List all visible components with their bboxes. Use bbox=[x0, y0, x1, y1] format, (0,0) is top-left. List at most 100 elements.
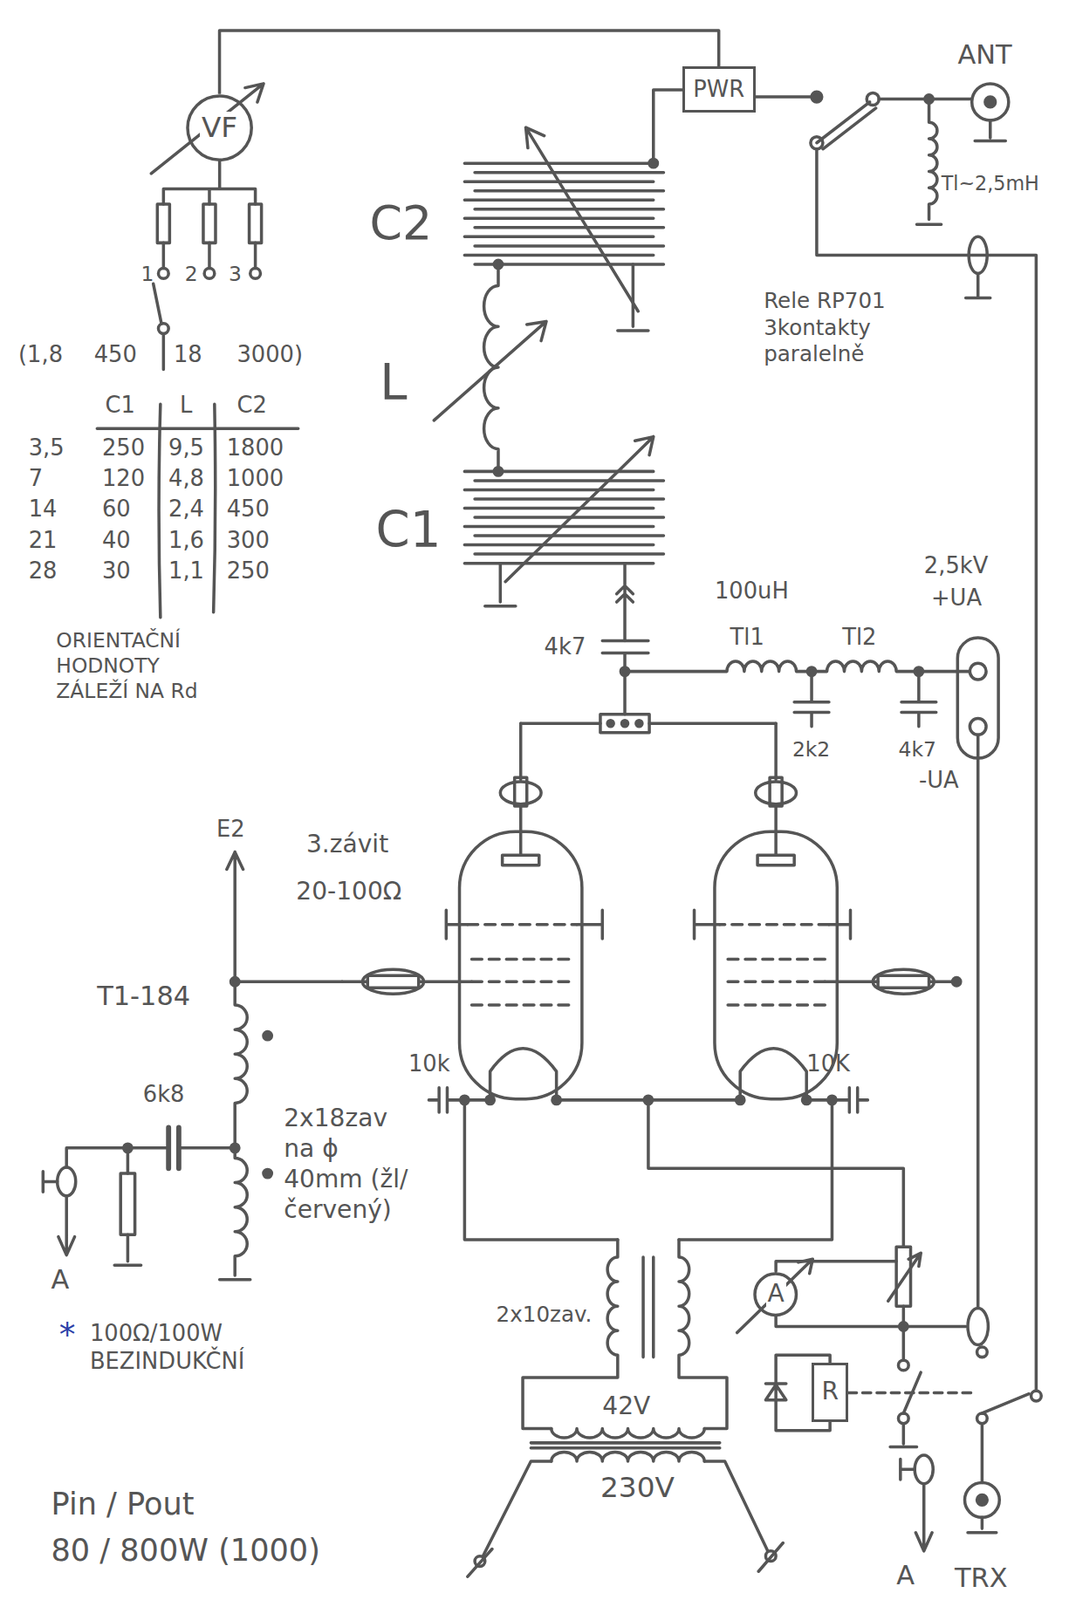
vf-range-switch bbox=[157, 268, 169, 280]
hv-feed bbox=[794, 671, 830, 727]
schematic-label: 2k2 bbox=[792, 737, 830, 763]
vf-range-switch bbox=[249, 204, 262, 243]
vf-range-switch bbox=[157, 323, 169, 335]
schematic-label: ANT bbox=[957, 38, 1012, 72]
schematic-label: 250 bbox=[102, 433, 145, 462]
meter-and-relay bbox=[897, 1360, 909, 1371]
filament-wiring bbox=[467, 1543, 783, 1578]
schematic-label: 4k7 bbox=[898, 737, 937, 763]
antenna-relay bbox=[755, 95, 812, 99]
meter-and-relay bbox=[914, 1455, 933, 1485]
schematic-label: 120 bbox=[102, 464, 145, 493]
schematic-label: 250 bbox=[226, 556, 270, 585]
relay-box: R bbox=[811, 1363, 849, 1423]
filament-wiring bbox=[482, 1461, 768, 1557]
node-text: A bbox=[766, 1281, 787, 1309]
schematic-label: 300 bbox=[226, 526, 270, 555]
input-circuit bbox=[66, 1148, 128, 1168]
schematic-label: 2x18zav na ϕ 40mm (žl/červený) bbox=[283, 1103, 422, 1226]
schematic-label: 450 bbox=[226, 494, 270, 523]
schematic-label: 21 bbox=[28, 526, 58, 555]
tank-circuit bbox=[485, 563, 516, 607]
input-circuit bbox=[263, 1169, 272, 1178]
meter-and-relay bbox=[981, 1394, 1029, 1484]
meter-and-relay bbox=[890, 1372, 921, 1447]
node-text: PWR bbox=[691, 76, 747, 102]
schematic-label: (1,8 bbox=[18, 340, 63, 369]
hv-feed bbox=[976, 734, 980, 1309]
meter-and-relay bbox=[915, 1484, 932, 1552]
schematic-label: 42V bbox=[602, 1391, 651, 1422]
input-circuit bbox=[42, 1171, 75, 1256]
schematic-label: 2,5kV bbox=[924, 551, 988, 580]
antenna-relay bbox=[653, 89, 683, 164]
meter-and-relay bbox=[967, 1308, 988, 1345]
schematic-label: 14 bbox=[28, 494, 58, 523]
filament-wiring bbox=[551, 1452, 705, 1462]
schematic-label: C1 bbox=[376, 500, 442, 562]
wire-connector bbox=[219, 30, 720, 95]
antenna-relay bbox=[811, 91, 823, 103]
schematic-label: 1,6 bbox=[168, 526, 205, 555]
hv-feed bbox=[520, 722, 776, 727]
schematic-label: 60 bbox=[102, 494, 131, 523]
schematic-label: Tl1 bbox=[730, 623, 765, 651]
meter-and-relay bbox=[897, 1413, 909, 1425]
tank-circuit bbox=[464, 163, 664, 265]
schematic bbox=[42, 83, 1042, 1577]
meter-and-relay bbox=[848, 1391, 975, 1396]
antenna-relay bbox=[985, 96, 996, 108]
filament-wiring bbox=[530, 1443, 720, 1449]
power-box: PWR bbox=[682, 66, 756, 113]
schematic-label: C2 bbox=[370, 193, 433, 253]
ammeter-circle: A bbox=[753, 1272, 798, 1317]
filament-wiring bbox=[648, 1100, 904, 1248]
hv-feed bbox=[607, 720, 614, 727]
schematic-label: Tl~2,5mH bbox=[941, 171, 1040, 197]
vf-range-switch bbox=[150, 83, 264, 174]
tank-circuit bbox=[526, 127, 639, 312]
antenna-relay bbox=[810, 137, 823, 150]
hv-feed bbox=[600, 714, 650, 734]
schematic-label: ORIENTAČNÍ HODNOTY ZÁLEŽÍ NA Rd bbox=[55, 628, 238, 706]
meter-and-relay bbox=[737, 1259, 814, 1333]
schematic-label: L bbox=[379, 352, 407, 414]
meter-and-relay bbox=[903, 1306, 966, 1361]
schematic-label: 3000) bbox=[236, 340, 303, 369]
vf-range-switch bbox=[250, 268, 261, 280]
vf-range-switch bbox=[153, 283, 165, 370]
meter-and-relay bbox=[965, 1482, 1001, 1518]
tank-circuit bbox=[649, 158, 658, 167]
schematic-label: 230V bbox=[600, 1470, 675, 1507]
schematic-label: 100uH bbox=[714, 576, 789, 605]
table-lines bbox=[96, 404, 298, 617]
schematic-label: Pin / Pout bbox=[51, 1485, 195, 1524]
vf-range-switch bbox=[150, 83, 264, 371]
antenna-relay bbox=[968, 236, 987, 274]
tube-right bbox=[648, 723, 955, 1241]
schematic-label: C2 bbox=[236, 390, 267, 419]
tank-circuit bbox=[602, 641, 649, 715]
schematic-label: 28 bbox=[28, 556, 58, 585]
antenna-relay bbox=[816, 102, 877, 150]
hv-feed bbox=[969, 718, 987, 735]
meter-and-relay bbox=[1031, 1391, 1042, 1402]
meter-and-relay bbox=[900, 1459, 915, 1481]
schematic-label: 10k bbox=[408, 1049, 451, 1078]
input-circuit bbox=[114, 1148, 141, 1267]
schematic-label: Tl2 bbox=[842, 623, 877, 651]
schematic-label: 7 bbox=[28, 464, 43, 493]
antenna-relay bbox=[974, 120, 1006, 141]
vf-range-switch bbox=[157, 204, 170, 243]
antenna-relay bbox=[866, 92, 879, 105]
antenna-relay bbox=[966, 273, 991, 298]
schematic-label: 1800 bbox=[226, 433, 285, 462]
schematic-label: T1-184 bbox=[96, 979, 191, 1014]
schematic-label: 4k7 bbox=[544, 632, 587, 661]
hv-feed bbox=[969, 663, 987, 680]
schematic-label: 4,8 bbox=[168, 464, 205, 493]
meter-and-relay bbox=[977, 1413, 988, 1425]
meter-and-relay bbox=[737, 1247, 1042, 1552]
schematic-label: E2 bbox=[216, 815, 246, 843]
